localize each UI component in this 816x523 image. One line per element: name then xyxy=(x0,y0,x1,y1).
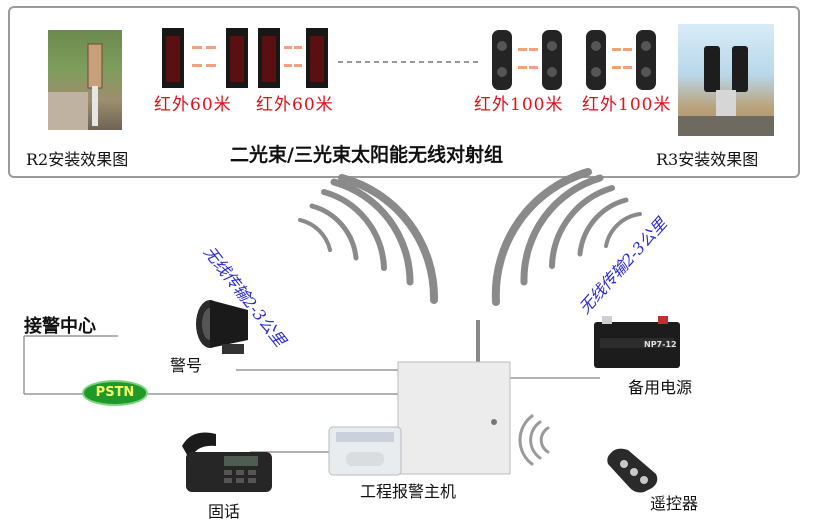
r3-photo-detail xyxy=(678,46,774,136)
beam-pair-100m-2 xyxy=(586,30,656,90)
backup-power-label: 备用电源 xyxy=(628,378,693,397)
range-label-100m-2: 红外100米 xyxy=(582,95,672,115)
telephone-icon xyxy=(182,432,272,492)
siren-icon xyxy=(196,300,248,354)
alarm-center-label: 接警中心 xyxy=(24,316,96,337)
keypad-icon xyxy=(328,426,402,476)
right-wave-arcs xyxy=(491,168,642,306)
r3-install-photo xyxy=(678,24,774,136)
remote-icon xyxy=(607,448,658,493)
battery-brand: NP7-12 xyxy=(644,340,677,349)
beam-detectors xyxy=(162,28,656,90)
panel-title: 二光束/三光束太阳能无线对射组 xyxy=(230,144,503,166)
r3-caption: R3安装效果图 xyxy=(656,150,759,169)
battery-icon xyxy=(594,316,680,368)
remote-wave-arcs xyxy=(518,414,550,466)
range-label-100m-1: 红外100米 xyxy=(474,95,564,115)
alarm-host-box xyxy=(397,320,511,475)
range-label-60m-2: 红外60米 xyxy=(256,95,334,115)
beam-pair-60m-2 xyxy=(258,28,328,88)
beam-pair-100m-1 xyxy=(492,30,562,90)
r2-photo-detail xyxy=(48,43,103,130)
left-wave-arcs xyxy=(298,174,439,304)
r2-install-photo xyxy=(48,30,122,130)
r2-caption: R2安装效果图 xyxy=(26,150,129,169)
range-label-60m-1: 红外60米 xyxy=(154,95,232,115)
top-panel xyxy=(8,6,800,178)
telephone-label: 固话 xyxy=(208,502,241,521)
pstn-badge: PSTN xyxy=(82,380,148,406)
remote-label: 遥控器 xyxy=(650,494,699,513)
host-label: 工程报警主机 xyxy=(360,482,457,501)
beam-pair-60m-1 xyxy=(162,28,248,88)
siren-label: 警号 xyxy=(170,356,203,375)
